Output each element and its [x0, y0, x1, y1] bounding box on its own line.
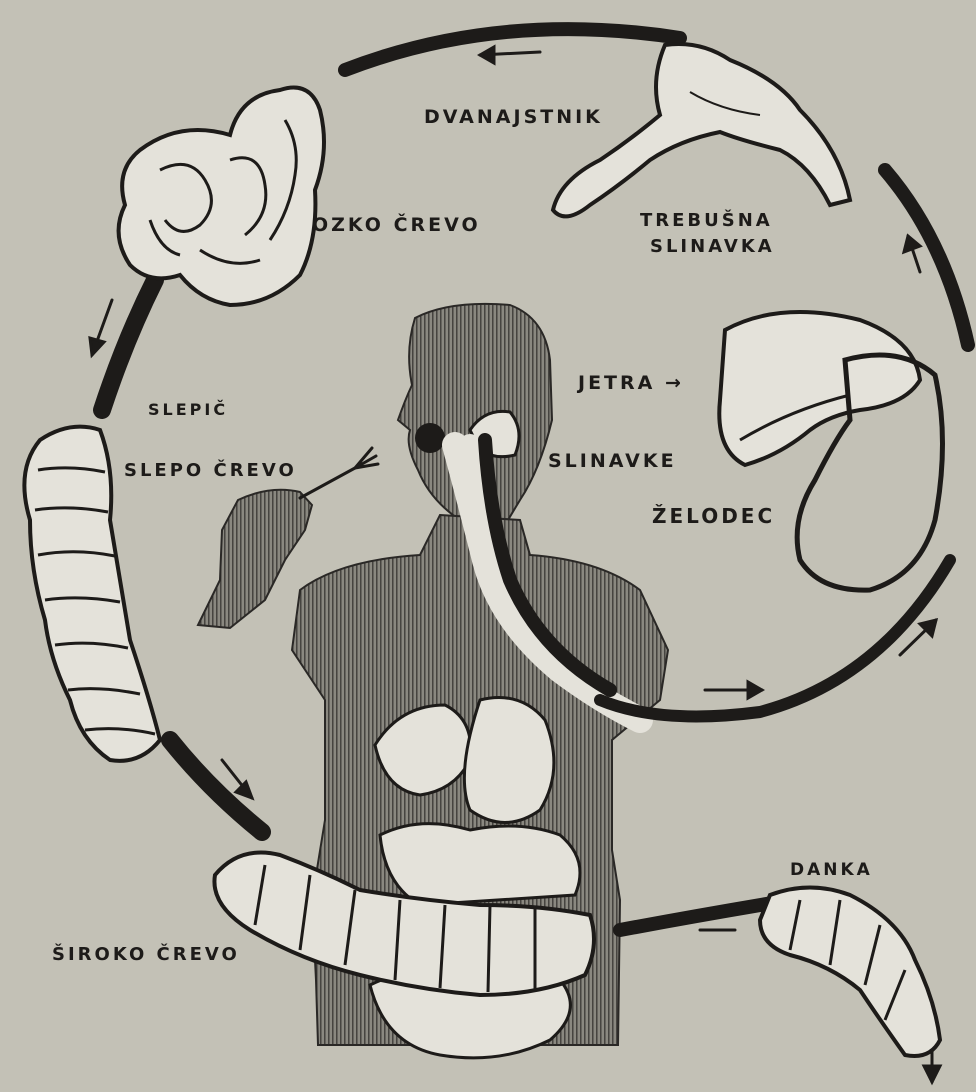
hand — [198, 490, 312, 628]
outer-liver — [719, 312, 920, 465]
label-danka: DANKA — [790, 862, 873, 879]
inner-stomach — [464, 698, 554, 823]
small-intestine — [119, 88, 324, 306]
label-siroko-crevo: ŠIROKO ČREVO — [52, 946, 240, 964]
label-slinavka: SLINAVKA — [650, 238, 775, 256]
duodenum-pancreas — [553, 44, 850, 216]
rectum — [760, 888, 940, 1057]
label-ozko-crevo: OZKO ČREVO — [312, 216, 481, 235]
label-slepic: SLEPIČ — [148, 402, 228, 418]
mouth — [415, 423, 445, 453]
label-jetra: JETRA → — [578, 374, 684, 393]
fork-icon — [300, 448, 378, 498]
label-dvanajstnik: DVANAJSTNIK — [424, 108, 603, 127]
label-slinavke: SLINAVKE — [548, 452, 677, 471]
inner-intestine — [380, 824, 580, 905]
internal-organs — [370, 698, 580, 1058]
label-slepo-crevo: SLEPO ČREVO — [124, 462, 297, 480]
label-zelodec: ŽELODEC — [652, 506, 775, 526]
label-trebusna: TREBUŠNA — [640, 212, 773, 230]
